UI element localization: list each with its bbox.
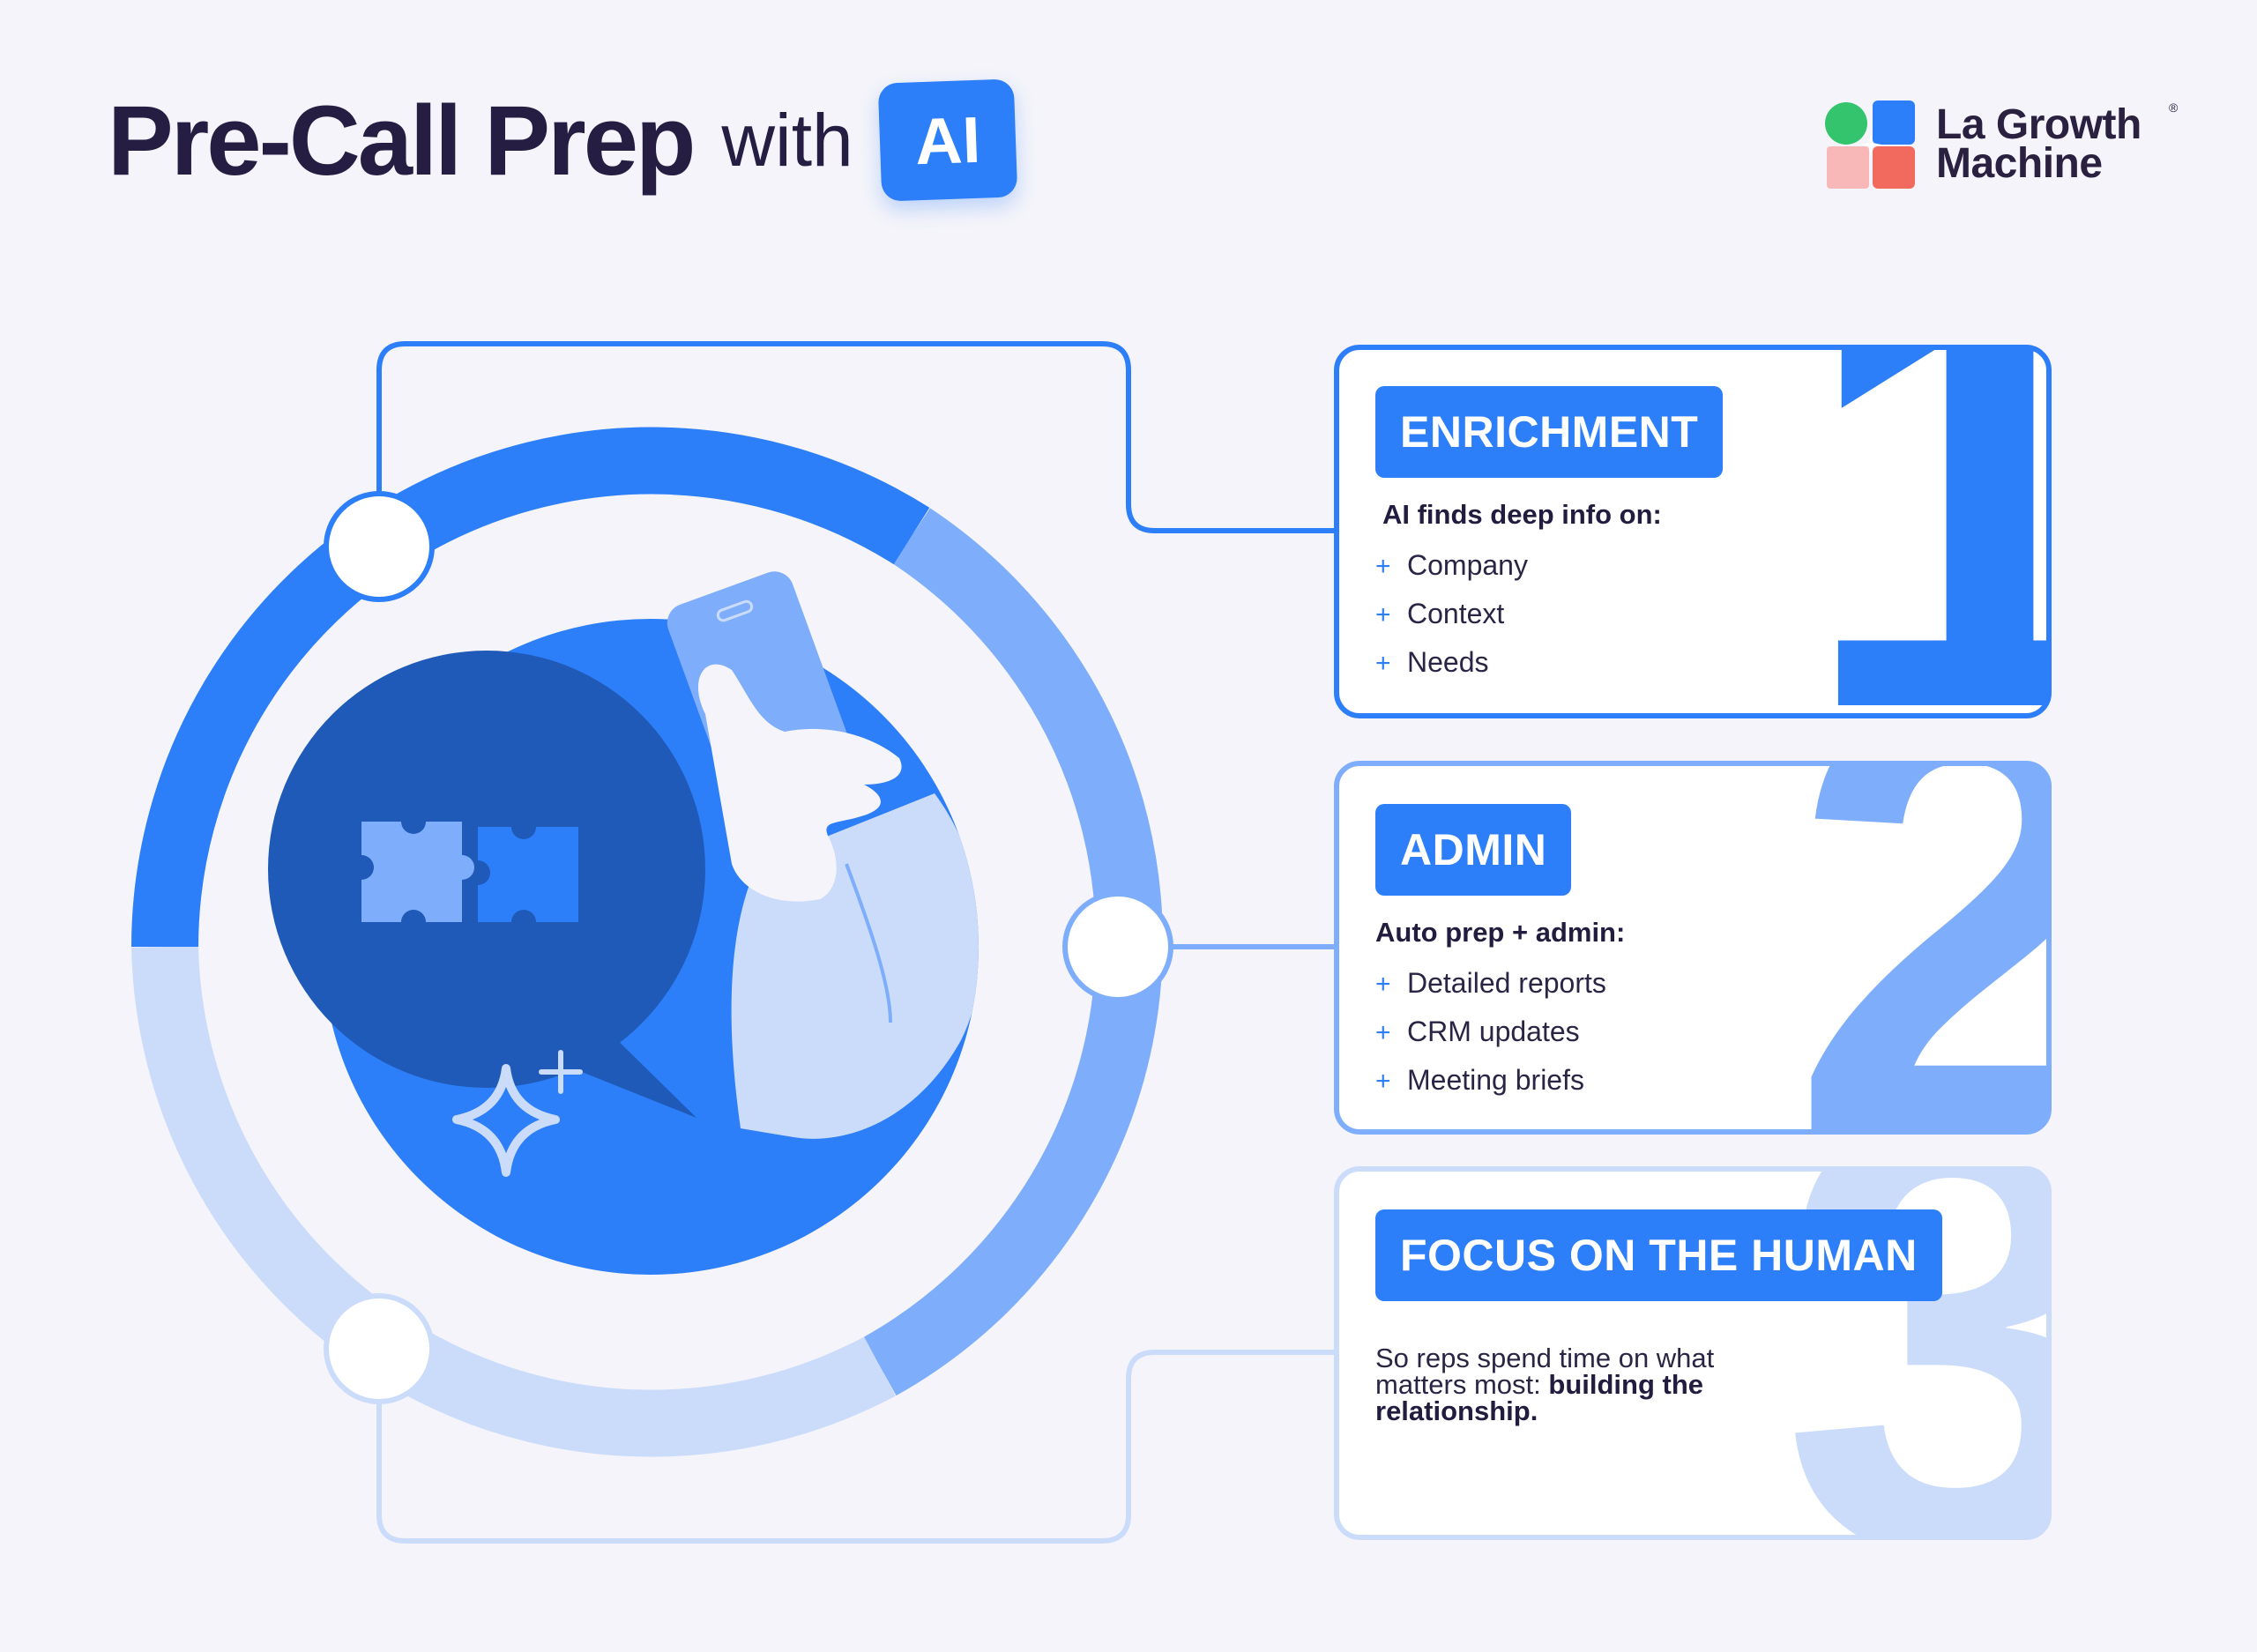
step-body-focus: So reps spend time on what matters most:…	[1375, 1343, 1746, 1426]
list-item: +Detailed reports	[1375, 959, 1625, 1008]
step-list-admin: +Detailed reports +CRM updates +Meeting …	[1375, 959, 1625, 1105]
step-card-admin: ADMIN Auto prep + admin: +Detailed repor…	[1375, 804, 1625, 1105]
plus-icon: +	[1375, 1067, 1391, 1096]
step-number-2: 2	[1790, 562, 2142, 1272]
plus-icon: +	[1375, 600, 1391, 629]
title-with: with	[721, 98, 853, 182]
plus-icon: +	[1375, 970, 1391, 999]
connector-1	[376, 341, 1337, 547]
step-body-text: So reps spend time on what matters most:	[1375, 1343, 1715, 1400]
list-item: +Context	[1375, 590, 1723, 638]
list-item: +Company	[1375, 541, 1723, 590]
plus-icon: +	[1375, 649, 1391, 678]
registered-mark: ®	[2169, 100, 2179, 115]
step-number-1: 1	[1799, 130, 2151, 840]
step-card-enrichment: ENRICHMENT AI finds deep info on: +Compa…	[1375, 386, 1724, 687]
list-item: +Needs	[1375, 638, 1723, 687]
puzzle-icon	[361, 822, 578, 922]
plus-icon: +	[1375, 552, 1391, 581]
title-main: Pre-Call Prep	[108, 85, 696, 196]
brand-name-line2: Machine	[1936, 140, 2103, 187]
ring-node-1	[324, 491, 435, 602]
connector-3	[376, 1349, 1337, 1544]
logo-mark-icon	[1825, 100, 1915, 189]
ring-node-2	[1062, 891, 1173, 1002]
step-label-focus: FOCUS ON THE HUMAN	[1375, 1209, 1942, 1301]
brand-name: La Growth Machine	[1936, 101, 2142, 187]
brand-name-line1: La Growth	[1936, 101, 2142, 148]
puzzle-speech-bubble-phone-icon	[268, 571, 979, 1275]
ring-node-3	[324, 1293, 435, 1404]
step-heading-admin: Auto prep + admin:	[1375, 917, 1626, 948]
step-label-admin: ADMIN	[1375, 804, 1572, 896]
step-card-focus: FOCUS ON THE HUMAN So reps spend time on…	[1375, 1209, 1942, 1425]
brand-logo: La Growth Machine	[1825, 99, 2142, 190]
plus-icon: +	[1375, 1018, 1391, 1047]
list-item: +Meeting briefs	[1375, 1056, 1625, 1105]
step-heading-enrichment: AI finds deep info on:	[1382, 499, 1662, 530]
step-label-enrichment: ENRICHMENT	[1375, 386, 1724, 478]
page-title: Pre-Call Prep with AI	[108, 78, 1018, 202]
list-item: +CRM updates	[1375, 1008, 1625, 1056]
sparkle-icon	[452, 1050, 583, 1177]
step-body-bold: building the relationship.	[1375, 1369, 1704, 1426]
step-list-enrichment: +Company +Context +Needs	[1375, 541, 1723, 687]
